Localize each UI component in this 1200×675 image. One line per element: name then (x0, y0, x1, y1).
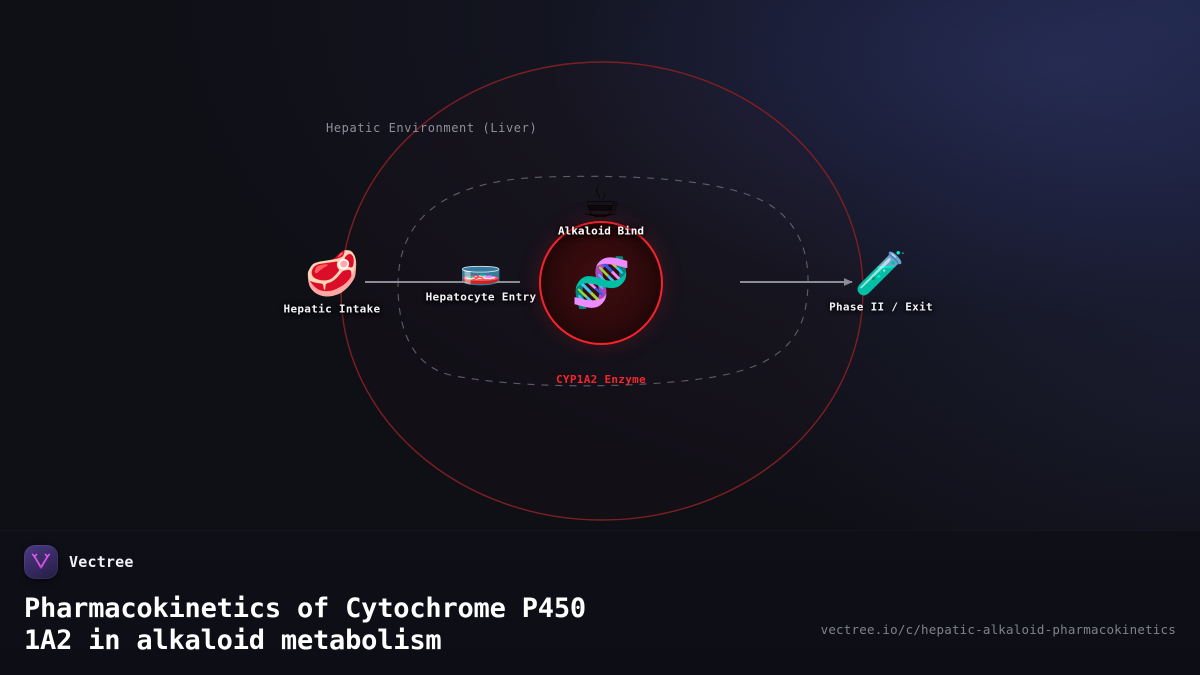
environment-ellipse (340, 61, 864, 521)
petri-dish-icon: 🧫 (459, 247, 503, 288)
test-tube-icon: 🧪 (854, 248, 908, 298)
node-alkaloid-source[interactable]: ☕ (501, 181, 701, 225)
node-hepatocyte-entry[interactable]: 🧫 Hepatocyte Entry (381, 251, 581, 304)
enzyme-disc[interactable]: 🧬 (539, 221, 663, 345)
dna-icon: 🧬 (571, 255, 631, 311)
footer-bar: Vectree Pharmacokinetics of Cytochrome P… (0, 530, 1200, 675)
deck-url: vectree.io/c/hepatic-alkaloid-pharmacoki… (820, 622, 1176, 637)
node-label-cyp1a2-enzyme: CYP1A2 Enzyme (556, 373, 646, 386)
node-label-alkaloid-bind: Alkaloid Bind (557, 224, 645, 238)
node-cyp1a2-enzyme[interactable]: 🧬 Alkaloid Bind CYP1A2 Enzyme (539, 221, 663, 386)
environment-label: Hepatic Environment (Liver) (326, 121, 538, 135)
inner-boundary-dashed (397, 175, 809, 387)
node-label-phase-ii-exit: Phase II / Exit (829, 300, 933, 314)
node-hepatic-intake[interactable]: 🥩 Hepatic Intake (232, 248, 432, 316)
node-label-hepatic-intake: Hepatic Intake (283, 302, 381, 316)
page-title: Pharmacokinetics of Cytochrome P450 1A2 … (24, 593, 586, 657)
brand-row[interactable]: Vectree (24, 545, 134, 579)
hot-beverage-icon: ☕ (581, 177, 621, 228)
meat-on-bone-icon: 🥩 (304, 248, 360, 300)
brand-name: Vectree (69, 553, 134, 571)
diagram-canvas: Hepatic Environment (Liver) 🥩 Hepatic In… (232, 61, 981, 521)
node-phase-ii-exit[interactable]: 🧪 Phase II / Exit (781, 248, 981, 314)
vectree-logo-icon (24, 545, 58, 579)
node-label-hepatocyte-entry: Hepatocyte Entry (425, 290, 537, 304)
